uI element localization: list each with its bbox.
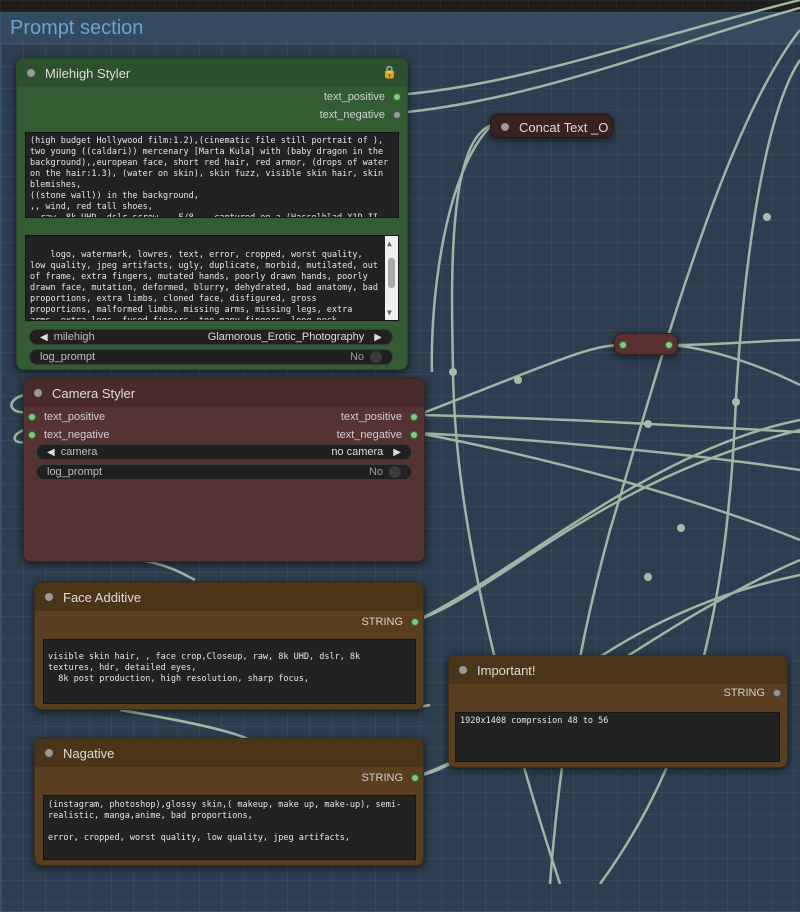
arrow-left-icon[interactable]: ◀ (47, 446, 55, 458)
slot-label: text_negative (336, 429, 402, 441)
slot-label: STRING (361, 616, 403, 628)
slot-label: STRING (361, 772, 403, 784)
input-text-negative[interactable]: text_negative (28, 429, 109, 441)
arrow-left-icon[interactable]: ◀ (40, 331, 48, 343)
node-camera-styler[interactable]: Camera Styler text_positive text_negativ… (23, 378, 425, 562)
slot-dot-icon[interactable] (411, 774, 419, 782)
node-face-additive[interactable]: Face Additive STRING visible skin hair, … (34, 582, 424, 710)
node-milehigh-styler[interactable]: Milehigh Styler 🔒 text_positive text_neg… (16, 58, 408, 370)
node-title: Important! (477, 662, 536, 678)
node-title-bar[interactable]: Camera Styler (24, 379, 424, 407)
slot-dot-icon[interactable] (619, 341, 627, 349)
combo-label: milehigh (53, 331, 95, 343)
output-slot[interactable] (665, 341, 673, 349)
slot-dot-icon[interactable] (411, 618, 419, 626)
node-title: Nagative (63, 745, 115, 761)
output-text-positive[interactable]: text_positive (201, 91, 401, 103)
collapse-dot-icon[interactable] (459, 666, 467, 674)
slot-dot-icon[interactable] (410, 413, 418, 421)
slot-label: text_positive (340, 411, 402, 423)
log-prompt-toggle[interactable]: log_prompt No (29, 349, 393, 365)
node-title-bar[interactable]: Important! (449, 656, 787, 684)
slot-label: STRING (723, 687, 765, 699)
output-text-positive[interactable]: text_positive (258, 411, 418, 423)
node-concat-text[interactable]: Concat Text _O (490, 114, 613, 138)
scroll-down-icon[interactable]: ▼ (387, 308, 392, 317)
scrollbar[interactable]: ▲ ▼ (385, 236, 398, 320)
slot-label: text_positive (44, 411, 106, 423)
toggle-knob[interactable] (370, 351, 382, 363)
style-combo[interactable]: ◀ milehigh Glamorous_Erotic_Photography … (29, 329, 393, 345)
slot-dot-icon[interactable] (773, 689, 781, 697)
arrow-right-icon[interactable]: ▶ (393, 446, 401, 458)
collapse-dot-icon[interactable] (45, 593, 53, 601)
toggle-knob[interactable] (389, 466, 401, 478)
combo-label: camera (60, 446, 98, 458)
camera-combo[interactable]: ◀ camera no camera ▶ (36, 444, 412, 460)
node-title-bar[interactable]: Milehigh Styler 🔒 (17, 59, 407, 87)
slot-dot-icon[interactable] (410, 431, 418, 439)
output-string[interactable]: STRING (299, 616, 419, 628)
toggle-value: No (349, 351, 364, 363)
slot-dot-icon[interactable] (665, 341, 673, 349)
group-title[interactable]: Prompt section (1, 13, 800, 44)
slot-dot-icon[interactable] (393, 111, 401, 119)
log-prompt-toggle[interactable]: log_prompt No (36, 464, 412, 480)
scroll-up-icon[interactable]: ▲ (387, 239, 392, 248)
output-text-negative[interactable]: text_negative (201, 109, 401, 121)
slot-label: text_positive (323, 91, 385, 103)
output-string[interactable]: STRING (661, 687, 781, 699)
toggle-label: log_prompt (40, 351, 96, 363)
node-title-bar[interactable]: Nagative (35, 739, 423, 767)
node-collapsed-reroute[interactable] (614, 333, 678, 355)
negative-prompt-text: logo, watermark, lowres, text, error, cr… (30, 250, 378, 321)
toggle-value: No (368, 466, 383, 478)
slot-label: text_negative (44, 429, 110, 441)
node-negative[interactable]: Nagative STRING (instagram, photoshop),g… (34, 738, 424, 866)
negative-prompt-textarea[interactable]: logo, watermark, lowres, text, error, cr… (25, 235, 399, 321)
negative-textarea[interactable]: (instagram, photoshop),glossy skin,( mak… (43, 795, 416, 860)
output-text-negative[interactable]: text_negative (258, 429, 418, 441)
collapse-dot-icon[interactable] (501, 123, 509, 131)
slot-dot-icon[interactable] (28, 431, 36, 439)
toggle-label: log_prompt (47, 466, 103, 478)
node-title: Face Additive (63, 589, 142, 605)
node-title-bar[interactable]: Face Additive (35, 583, 423, 611)
node-title: Milehigh Styler (45, 65, 131, 81)
scroll-thumb[interactable] (388, 258, 395, 288)
combo-value: Glamorous_Erotic_Photography (207, 331, 365, 343)
collapse-dot-icon[interactable] (27, 69, 35, 77)
node-title: Concat Text _O (519, 119, 609, 135)
slot-dot-icon[interactable] (28, 413, 36, 421)
positive-prompt-textarea[interactable]: (high budget Hollywood film:1.2),(cinema… (25, 132, 399, 218)
lock-icon[interactable]: 🔒 (382, 65, 397, 79)
collapse-dot-icon[interactable] (34, 389, 42, 397)
node-important-note[interactable]: Important! STRING 1920x1408 comprssion 4… (448, 655, 788, 768)
output-string[interactable]: STRING (299, 772, 419, 784)
collapse-dot-icon[interactable] (45, 749, 53, 757)
slot-label: text_negative (319, 109, 385, 121)
important-textarea[interactable]: 1920x1408 comprssion 48 to 56 (455, 712, 780, 762)
arrow-right-icon[interactable]: ▶ (374, 331, 382, 343)
node-title-bar[interactable]: Concat Text _O (491, 115, 612, 139)
input-text-positive[interactable]: text_positive (28, 411, 105, 423)
face-additive-textarea[interactable]: visible skin hair, , face crop,Closeup, … (43, 639, 416, 704)
slot-dot-icon[interactable] (393, 93, 401, 101)
node-title: Camera Styler (52, 385, 136, 401)
input-slot[interactable] (619, 341, 627, 349)
combo-value: no camera (331, 446, 384, 458)
